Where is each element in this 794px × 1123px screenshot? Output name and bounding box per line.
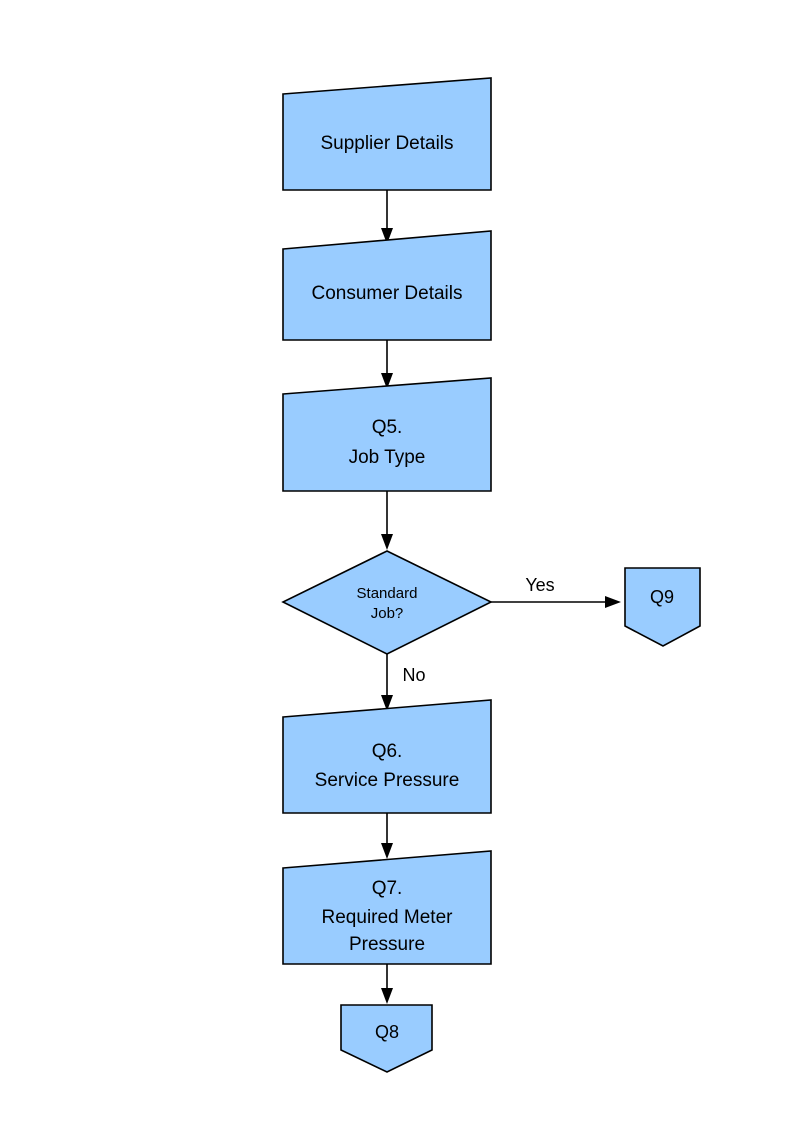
node-q9[interactable]: Q9: [624, 567, 701, 647]
node-label-q8: Q8: [375, 1022, 399, 1042]
edge-decision-to-q9: Yes: [491, 575, 621, 608]
node-label-consumer-details: Consumer Details: [312, 283, 463, 304]
node-label-q7-line3: Pressure: [349, 934, 425, 955]
node-label-q9: Q9: [650, 587, 674, 607]
node-q5-job-type[interactable]: Q5. Job Type: [282, 377, 492, 492]
node-label-q5-line1: Q5.: [372, 417, 403, 438]
node-consumer-details[interactable]: Consumer Details: [282, 230, 492, 341]
node-label-q6-line2: Service Pressure: [315, 770, 460, 791]
arrowhead-icon: [381, 988, 393, 1004]
node-shape-q8: [340, 1004, 433, 1073]
arrowhead-icon: [381, 373, 393, 389]
node-label-q5-line2: Job Type: [349, 447, 426, 468]
arrowhead-icon: [381, 843, 393, 859]
node-q6-service-pressure[interactable]: Q6. Service Pressure: [282, 699, 492, 814]
edge-label-no: No: [402, 665, 425, 685]
arrowhead-icon: [605, 596, 621, 608]
edge-label-yes: Yes: [525, 575, 554, 595]
node-label-q7-line2: Required Meter: [322, 907, 454, 928]
node-shape-supplier-details: [282, 77, 492, 191]
edge-supplier-to-consumer: [381, 190, 393, 244]
node-shape-q9: [624, 567, 701, 647]
node-label-decision-line2: Job?: [371, 605, 404, 622]
node-label-q6-line1: Q6.: [372, 741, 403, 762]
node-q7-required-meter-pressure[interactable]: Q7. Required Meter Pressure: [282, 850, 492, 965]
node-label-supplier-details: Supplier Details: [320, 133, 453, 154]
node-standard-job-decision[interactable]: Standard Job?: [281, 550, 493, 655]
edge-decision-to-q6: No: [381, 654, 426, 711]
node-label-q7-line1: Q7.: [372, 878, 403, 899]
node-label-decision-line1: Standard: [357, 585, 418, 602]
node-shape-q5-job-type: [282, 377, 492, 492]
arrowhead-icon: [381, 695, 393, 711]
node-shape-consumer-details: [282, 230, 492, 341]
node-shape-standard-job-decision: [281, 550, 493, 655]
arrowhead-icon: [381, 534, 393, 550]
node-q8[interactable]: Q8: [340, 1004, 433, 1073]
edge-q6-to-q7: [381, 813, 393, 859]
edge-q7-to-q8: [381, 964, 393, 1004]
arrowhead-icon: [381, 228, 393, 244]
edge-consumer-to-q5: [381, 340, 393, 389]
node-shape-q6-service-pressure: [282, 699, 492, 814]
node-shape-q7-required-meter-pressure: [282, 850, 492, 965]
edge-q5-to-decision: [381, 491, 393, 550]
node-supplier-details[interactable]: Supplier Details: [282, 77, 492, 191]
